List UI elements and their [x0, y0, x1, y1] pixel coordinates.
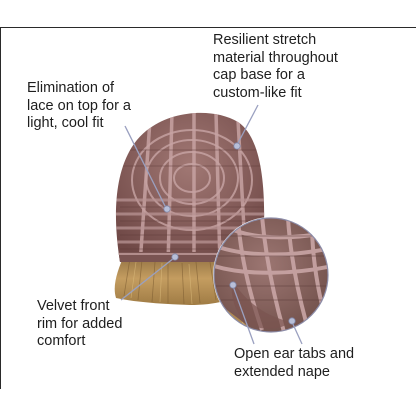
- callout-line-ear-2: [291, 321, 303, 345]
- frame-top-border: [0, 27, 416, 28]
- callout-dot-stretch: [233, 142, 241, 150]
- wig-cap: [115, 112, 265, 262]
- callout-line-stretch: [236, 104, 259, 146]
- callout-line-lace: [124, 125, 167, 209]
- callout-dot-lace: [163, 205, 171, 213]
- frame-left-border: [0, 27, 1, 389]
- callout-label-lace-elimination: Elimination of lace on top for a light, …: [27, 80, 131, 131]
- callout-label-stretch-material: Resilient stretch material throughout ca…: [213, 32, 338, 101]
- callout-dot-ear-1: [229, 281, 237, 289]
- callout-dot-velvet: [171, 253, 179, 261]
- callout-line-ear-1: [232, 285, 255, 345]
- callout-label-velvet-rim: Velvet front rim for added comfort: [37, 298, 123, 349]
- callout-dot-ear-2: [288, 317, 296, 325]
- callout-lines: [120, 104, 303, 345]
- callout-label-ear-tabs: Open ear tabs and extended nape: [234, 346, 355, 380]
- callout-dots: [163, 142, 296, 325]
- callout-line-velvet: [120, 257, 175, 301]
